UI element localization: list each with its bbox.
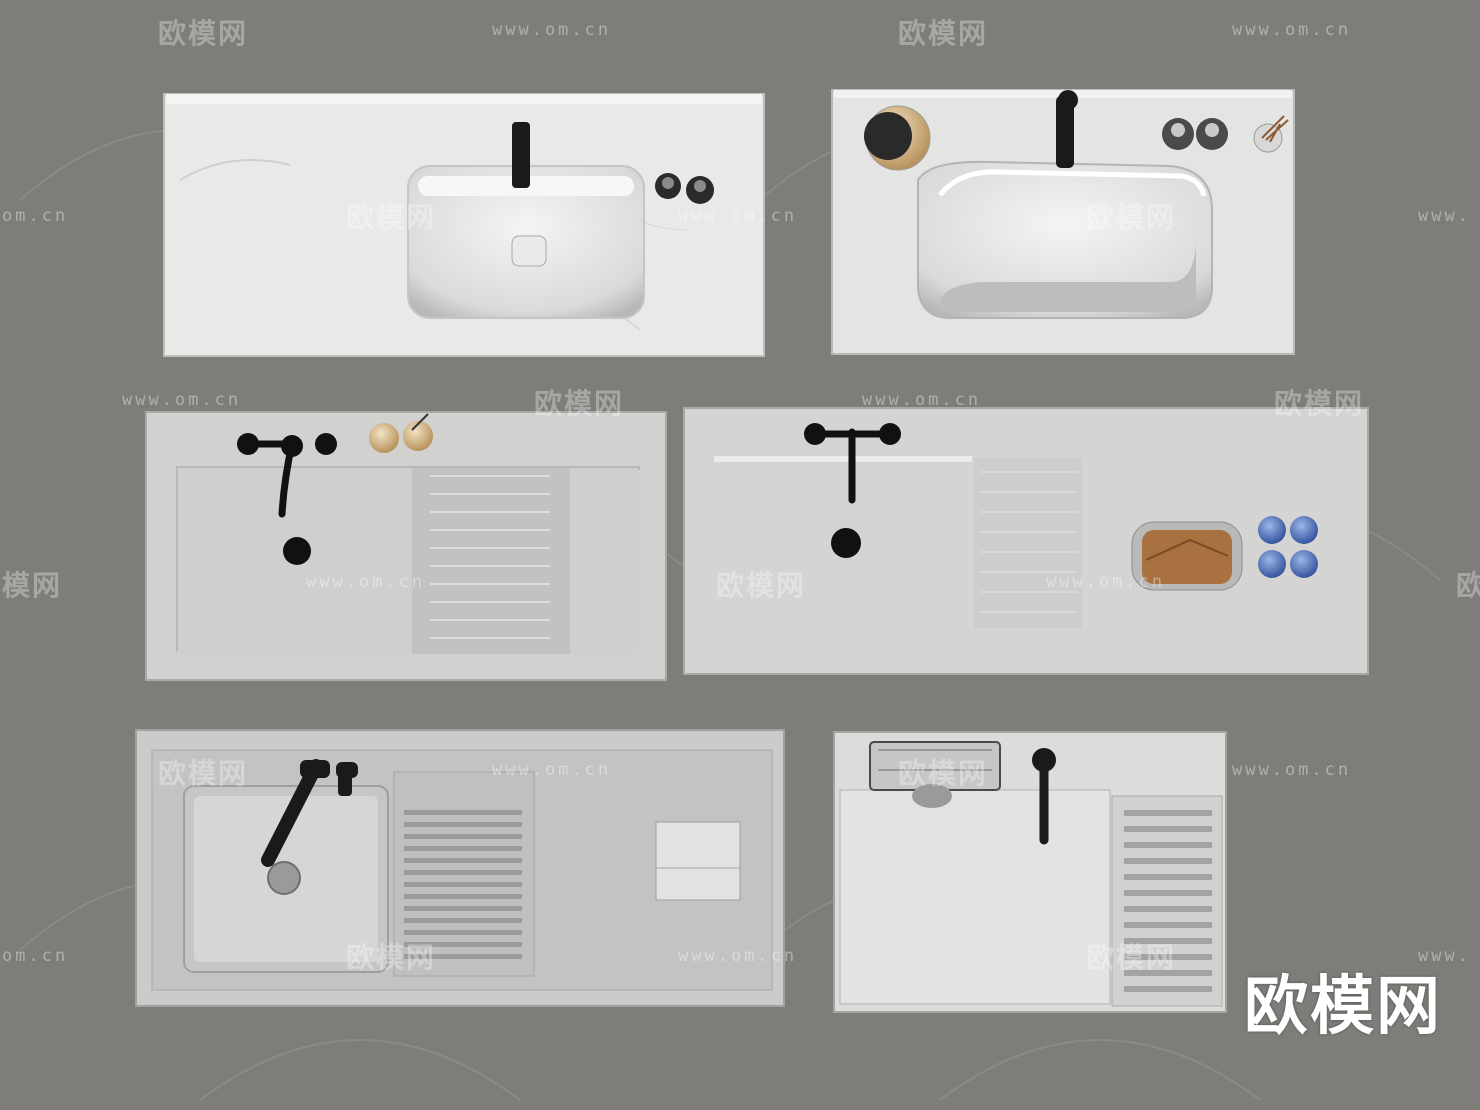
sink-compact-laundry [833,731,1227,1013]
sink-sculpted-basin [831,89,1295,355]
sink-marble-vanity [163,93,765,357]
sink-utility-drainboard [145,411,667,681]
brand-logo-text: 欧模网 [1244,970,1442,1044]
sink-grey-laundry [135,729,785,1007]
sink-long-countertop [683,407,1369,675]
